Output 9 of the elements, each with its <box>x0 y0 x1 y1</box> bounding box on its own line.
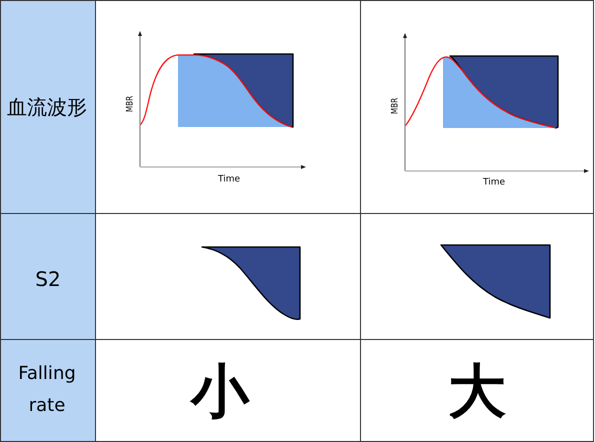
value-text: 小 <box>191 362 249 420</box>
value-text: 大 <box>448 362 506 420</box>
axis-label: Time <box>482 178 506 188</box>
axis-label: MBR <box>126 96 136 112</box>
row-header: Falling rate <box>17 362 77 418</box>
axis-label: Time <box>218 176 240 184</box>
row-header: S2 <box>35 269 61 289</box>
row-header: 血流波形 <box>7 97 87 117</box>
axis-label: MBR <box>392 98 400 114</box>
